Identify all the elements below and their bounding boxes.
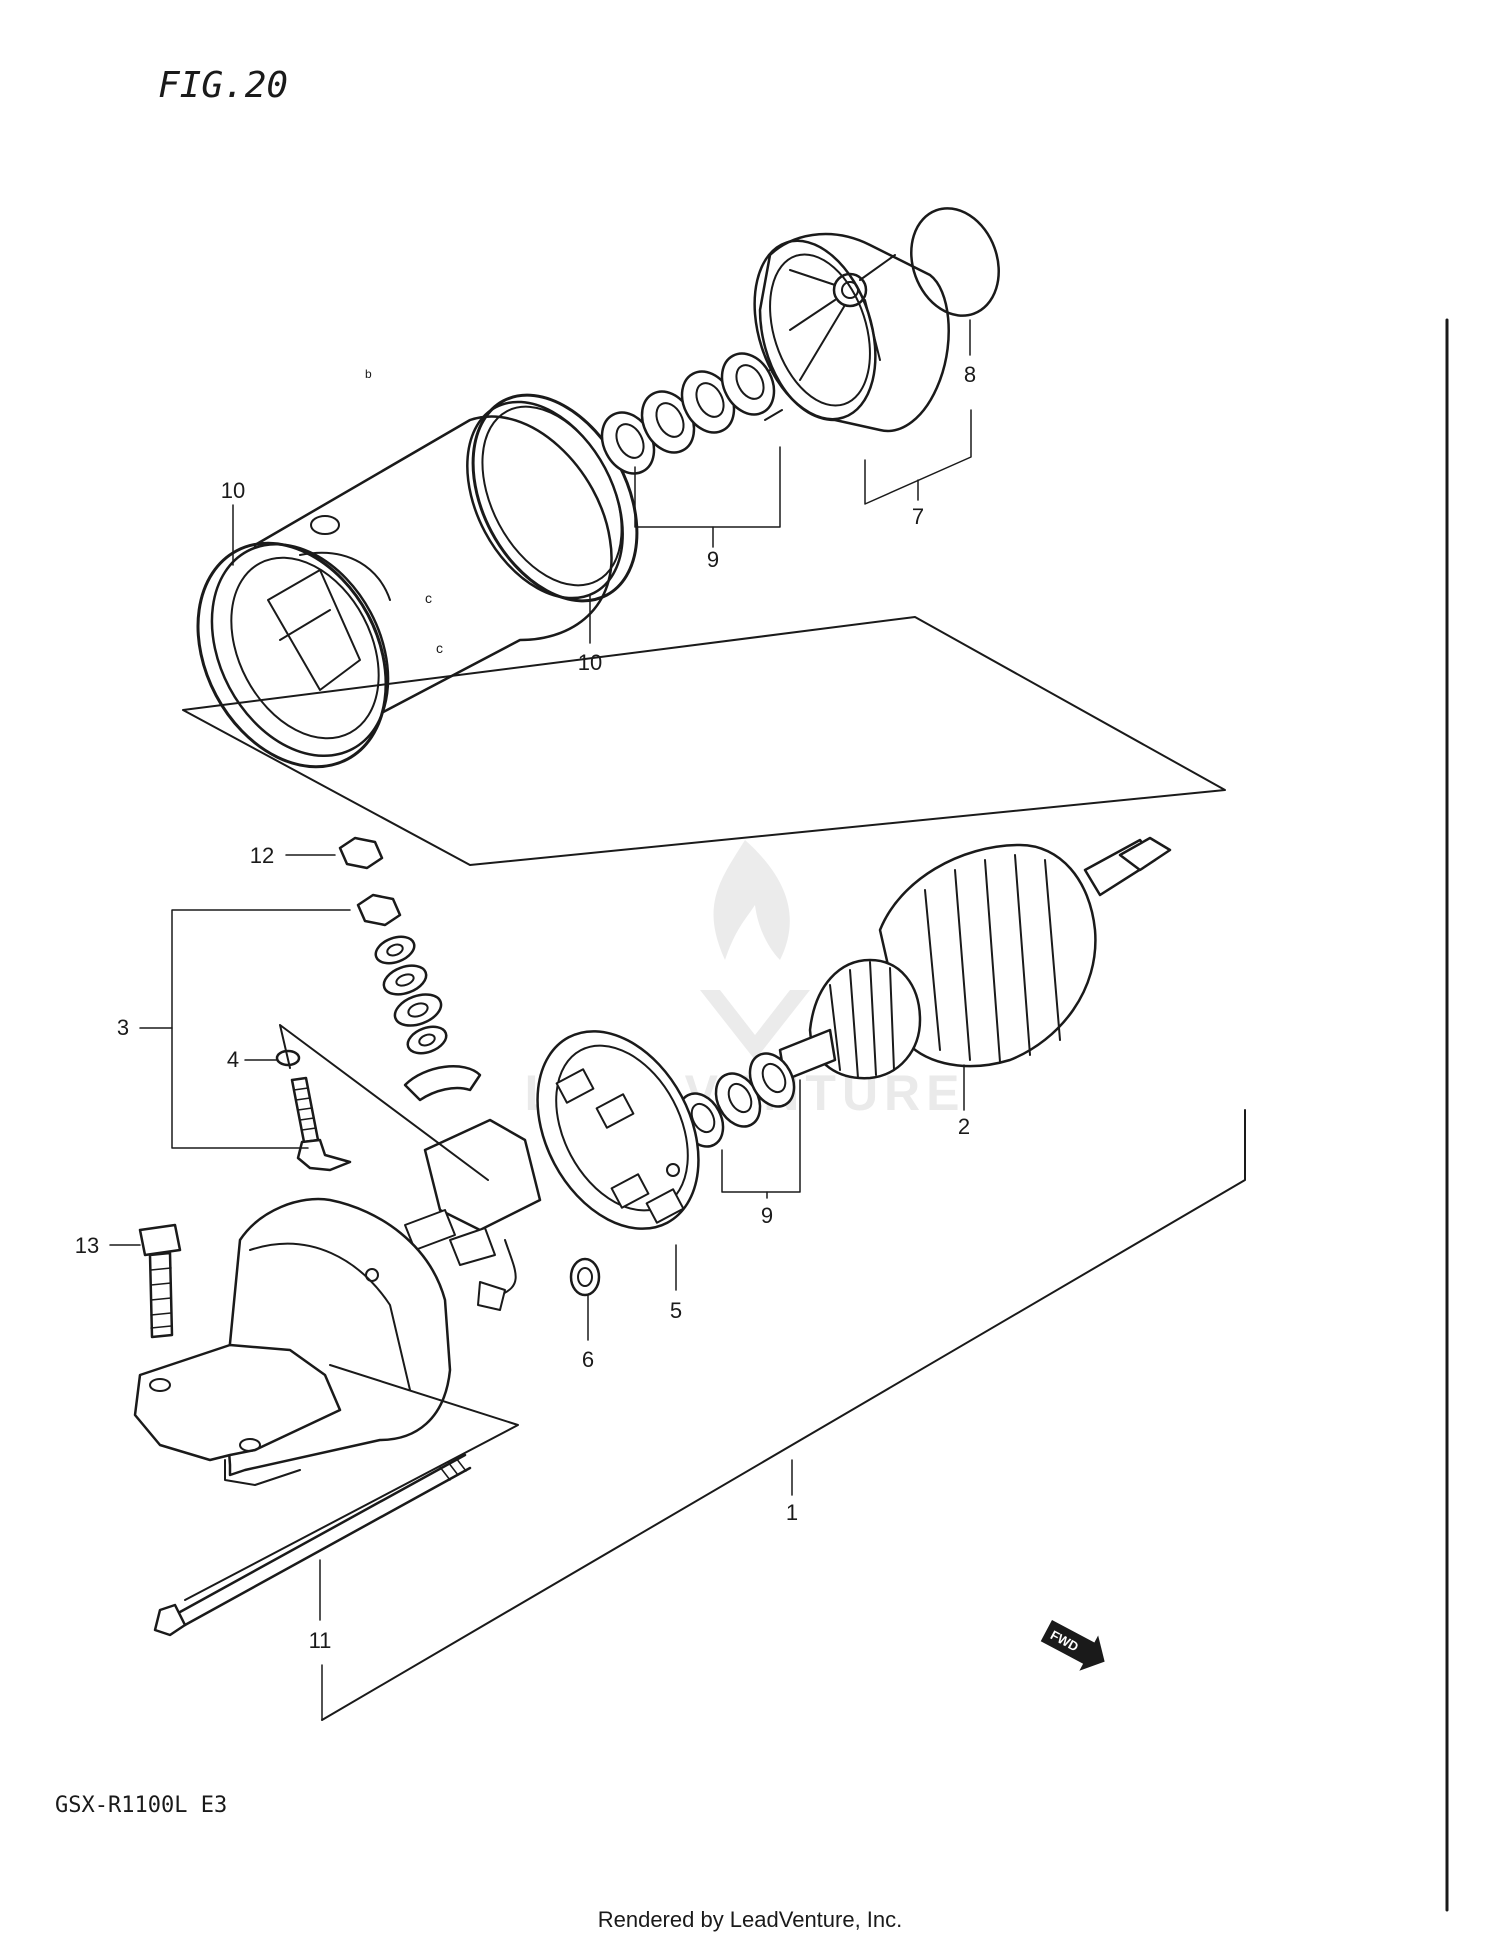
model-code: GSX-R1100L E3 bbox=[55, 1793, 227, 1818]
part-yoke-housing: b c c bbox=[210, 367, 624, 758]
part-o-ring-large-left bbox=[196, 541, 388, 769]
callout-9-top: 9 bbox=[707, 547, 719, 572]
group-outline-bracket bbox=[184, 1364, 519, 1601]
part-end-cover bbox=[753, 232, 950, 433]
callout-7: 7 bbox=[912, 504, 924, 529]
part-through-bolt bbox=[153, 1453, 472, 1637]
callout-4: 4 bbox=[227, 1047, 239, 1072]
part-washer-set-top bbox=[600, 352, 783, 475]
callout-5: 5 bbox=[670, 1298, 682, 1323]
callout-1: 1 bbox=[786, 1500, 798, 1525]
part-bolt-13 bbox=[138, 1223, 182, 1339]
svg-text:c: c bbox=[425, 590, 432, 606]
callout-3: 3 bbox=[117, 1015, 129, 1040]
part-brush-holder bbox=[536, 1030, 700, 1230]
callout-11: 11 bbox=[309, 1628, 332, 1653]
callout-leaders bbox=[109, 319, 972, 1721]
svg-text:b: b bbox=[365, 367, 372, 381]
callout-12: 12 bbox=[250, 843, 274, 868]
footer-credit: Rendered by LeadVenture, Inc. bbox=[598, 1907, 903, 1932]
part-armature bbox=[778, 836, 1172, 1082]
part-end-bracket bbox=[133, 1197, 452, 1486]
fwd-arrow-icon: FWD bbox=[1040, 1620, 1105, 1671]
part-o-ring-end-cover bbox=[910, 207, 1000, 317]
part-bushing bbox=[569, 1257, 601, 1297]
svg-text:c: c bbox=[436, 640, 443, 656]
callout-6: 6 bbox=[582, 1347, 594, 1372]
callout-8: 8 bbox=[964, 362, 976, 387]
callout-9-middle: 9 bbox=[761, 1203, 773, 1228]
part-terminal-set bbox=[275, 836, 489, 1181]
callout-10-left: 10 bbox=[221, 478, 245, 503]
group-outline-lower bbox=[321, 1109, 1246, 1721]
figure-label: FIG.20 bbox=[158, 65, 288, 106]
callout-10-middle: 10 bbox=[578, 650, 602, 675]
group-outline-top bbox=[182, 616, 1226, 866]
callout-13: 13 bbox=[75, 1233, 99, 1258]
callout-2: 2 bbox=[958, 1114, 970, 1139]
